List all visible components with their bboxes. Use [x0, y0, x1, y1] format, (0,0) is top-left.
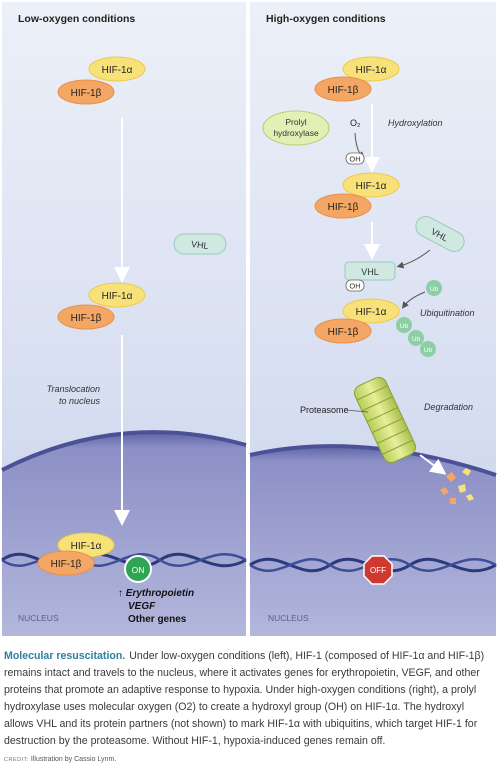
- hif1b-label: HIF-1β: [328, 327, 359, 338]
- proteasome: [353, 376, 417, 464]
- proteasome-leader: [344, 409, 369, 413]
- left-panel: Low-oxygen conditions HIF-1α HIF-1β VHL …: [1, 2, 247, 636]
- hif1b-blob: [57, 79, 115, 105]
- right-panel: High-oxygen conditions HIF-1α HIF-1β Pro…: [249, 2, 497, 636]
- vhl-bind-arrow: [396, 249, 431, 269]
- right-hif1-complex-bottom: HIF-1α HIF-1β: [314, 298, 400, 344]
- hif1a-label: HIF-1α: [102, 65, 133, 76]
- hif1b-label: HIF-1β: [328, 85, 359, 96]
- figure-credit: CREDIT:Illustration by Cassio Lynm.: [4, 756, 116, 763]
- ubiquitination-label: Ubiquitination: [420, 308, 475, 318]
- credit-label: CREDIT:: [4, 757, 29, 763]
- hif1b-label: HIF-1β: [71, 313, 102, 324]
- ub-label: Ub: [412, 336, 421, 343]
- hif1b-label: HIF-1β: [328, 202, 359, 213]
- credit-text: Illustration by Cassio Lynm.: [30, 756, 117, 763]
- right-hif1-complex-middle: HIF-1α HIF-1β: [314, 172, 400, 219]
- left-panel-title: Low-oxygen conditions: [18, 13, 135, 25]
- off-label: OFF: [370, 566, 386, 575]
- hif1a-label: HIF-1α: [356, 307, 387, 318]
- translocation-label-1: Translocation: [47, 384, 100, 394]
- gene-other: Other genes: [128, 614, 187, 625]
- ubiquitin-chain: Ub Ub Ub Ub: [396, 280, 442, 357]
- left-nucleus: [2, 432, 246, 636]
- ub-label: Ub: [400, 323, 409, 330]
- right-panel-title: High-oxygen conditions: [266, 13, 386, 25]
- right-vhl-floating: VHL: [415, 215, 465, 253]
- hif1b-label: HIF-1β: [51, 559, 82, 570]
- hif-diagram: Low-oxygen conditions HIF-1α HIF-1β VHL …: [1, 2, 497, 636]
- gene-vegf: VEGF: [128, 601, 156, 612]
- hif1a-label: HIF-1α: [356, 65, 387, 76]
- hif1a-label: HIF-1α: [71, 541, 102, 552]
- translocation-label-2: to nucleus: [59, 396, 101, 406]
- prolyl-hydroxylase: Prolyl hydroxylase: [262, 110, 330, 146]
- degradation-label: Degradation: [424, 402, 473, 412]
- left-hif1-complex-middle: HIF-1α HIF-1β: [57, 282, 146, 330]
- degraded-fragments: [440, 468, 474, 504]
- oh-tag-1: OH: [345, 152, 365, 165]
- ub-free: [426, 280, 442, 296]
- on-badge: ON: [124, 555, 152, 583]
- oh-label: OH: [349, 282, 360, 291]
- hif1a-blob: [88, 56, 146, 82]
- ub-label: Ub: [430, 286, 439, 293]
- prolyl-label-2: hydroxylase: [273, 128, 319, 138]
- right-nucleus: [250, 446, 496, 636]
- oh-tag-2: OH: [345, 279, 365, 292]
- hif1b-label: HIF-1β: [71, 88, 102, 99]
- right-nuclear-membrane: [249, 444, 497, 477]
- right-hif1-complex-top: HIF-1α HIF-1β: [314, 56, 400, 102]
- prolyl-label-1: Prolyl: [285, 117, 306, 127]
- left-hif1-complex-top: HIF-1α HIF-1β: [57, 56, 146, 105]
- caption-text: Under low-oxygen conditions (left), HIF-…: [4, 650, 485, 747]
- figure-caption: Molecular resuscitation.Under low-oxygen…: [4, 648, 492, 750]
- off-badge: OFF: [363, 555, 393, 585]
- caption-title: Molecular resuscitation.: [4, 650, 126, 662]
- degradation-arrow: [419, 454, 447, 475]
- left-hif1-complex-bottom: HIF-1α HIF-1β: [37, 532, 115, 576]
- oh-label: OH: [349, 155, 360, 164]
- left-vhl-label: VHL: [190, 239, 209, 251]
- o2-label: O₂: [350, 118, 361, 128]
- ub-label: Ub: [424, 347, 433, 354]
- on-label: ON: [132, 565, 145, 575]
- left-vhl: VHL: [173, 233, 227, 255]
- right-nucleus-label: NUCLEUS: [268, 613, 309, 623]
- hif1a-label: HIF-1α: [356, 181, 387, 192]
- vhl-bound-label: VHL: [361, 267, 379, 277]
- hif1a-label: HIF-1α: [102, 291, 133, 302]
- gene-erythropoietin: ↑ Erythropoietin: [118, 588, 194, 599]
- right-vhl-bound: VHL: [344, 261, 396, 281]
- left-nucleus-label: NUCLEUS: [18, 613, 59, 623]
- proteasome-label: Proteasome: [300, 405, 349, 415]
- hydroxylation-label: Hydroxylation: [388, 118, 443, 128]
- ub-arrow: [401, 291, 426, 309]
